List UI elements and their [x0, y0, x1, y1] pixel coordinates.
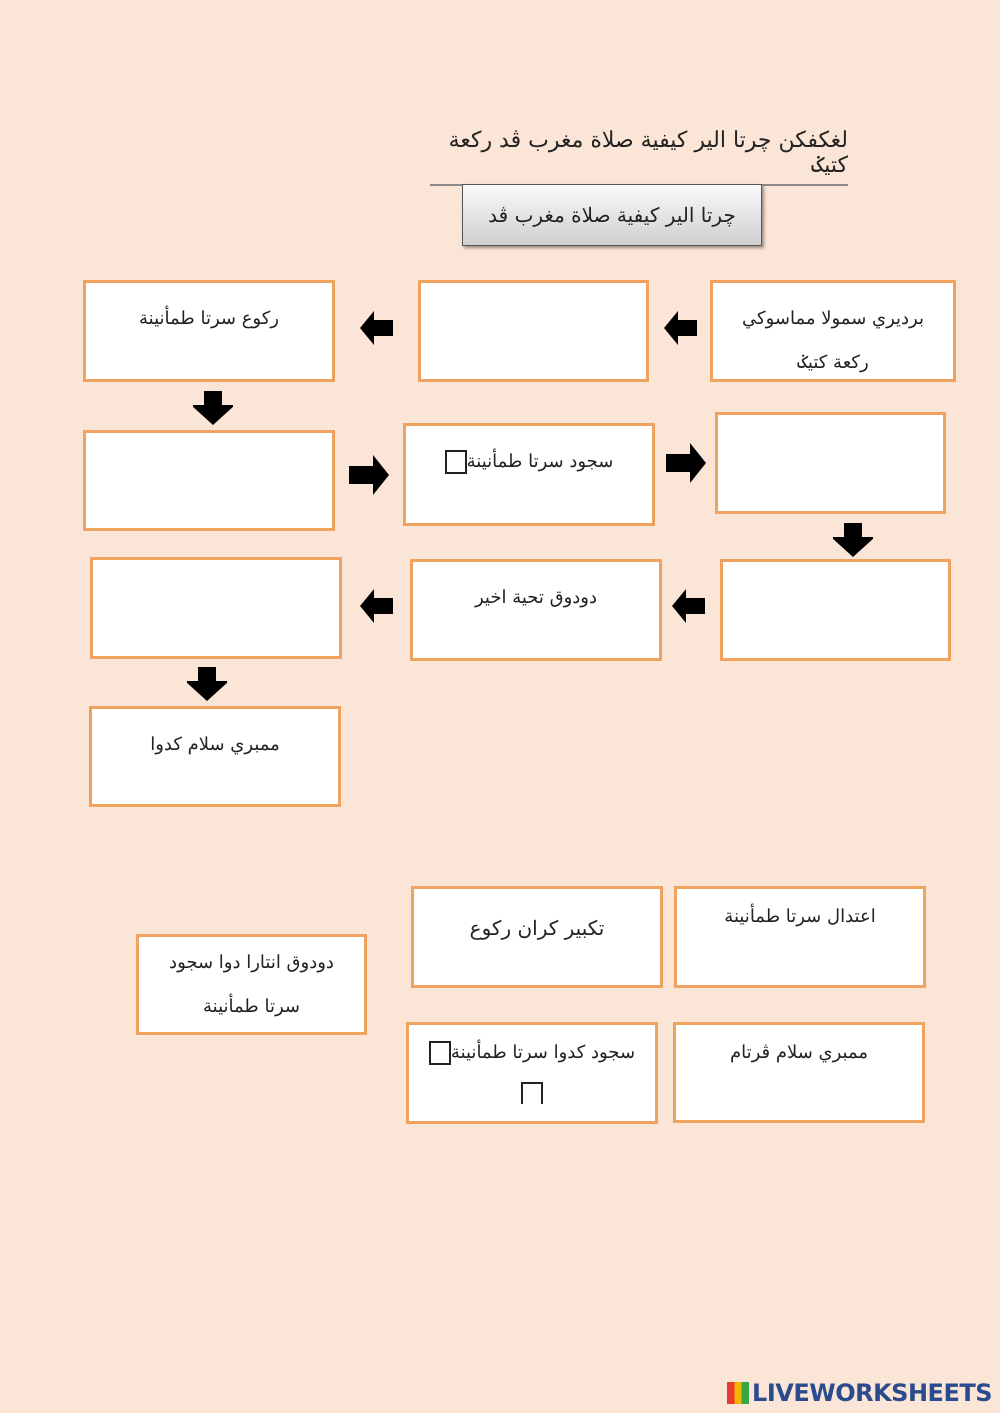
logo-text: LIVEWORKSHEETS — [752, 1379, 992, 1407]
flow-box-8: دودوق تحية اخير — [410, 559, 662, 661]
flow-box-5-text: سجود سرتا طمأنينة — [466, 451, 614, 472]
option-card-text: سجود كدوا سرتا طمأنينة — [450, 1042, 636, 1063]
option-card[interactable]: سجود كدوا سرتا طمأنينة — [406, 1022, 658, 1124]
flow-drop-box-7[interactable] — [720, 559, 951, 661]
flow-box-5: سجود سرتا طمأنينة — [403, 423, 655, 526]
banner-heading: چرتا الير كيفية صلاة مغرب ڤد — [462, 184, 762, 246]
flow-box-10: ممبري سلام كدوا — [89, 706, 341, 807]
flow-drop-box-4[interactable] — [83, 430, 335, 531]
flow-drop-box-9[interactable] — [90, 557, 342, 659]
placeholder-square-icon — [444, 450, 467, 474]
worksheet-title: لغكفكن چرتا الير كيفية صلاة مغرب ڤد ركعة… — [430, 128, 848, 186]
placeholder-square-icon — [428, 1041, 451, 1065]
option-card[interactable]: اعتدال سرتا طمأنينة — [674, 886, 926, 988]
option-card[interactable]: دودوق انتارا دوا سجود سرتا طمأنينة — [136, 934, 367, 1035]
liveworksheets-logo: LIVEWORKSHEETS — [727, 1379, 992, 1407]
option-card[interactable]: ممبري سلام ڤرتام — [673, 1022, 925, 1123]
option-card[interactable]: تكبير كران ركوع — [411, 886, 663, 988]
placeholder-square-icon — [521, 1082, 543, 1104]
flow-drop-box-6[interactable] — [715, 412, 946, 514]
flow-drop-box-2[interactable] — [418, 280, 649, 382]
logo-mark-icon — [727, 1382, 750, 1404]
flow-box-1: برديري سمولا مماسوكي ركعة كتيݢ — [710, 280, 956, 382]
flow-box-3: ركوع سرتا طمأنينة — [83, 280, 335, 382]
